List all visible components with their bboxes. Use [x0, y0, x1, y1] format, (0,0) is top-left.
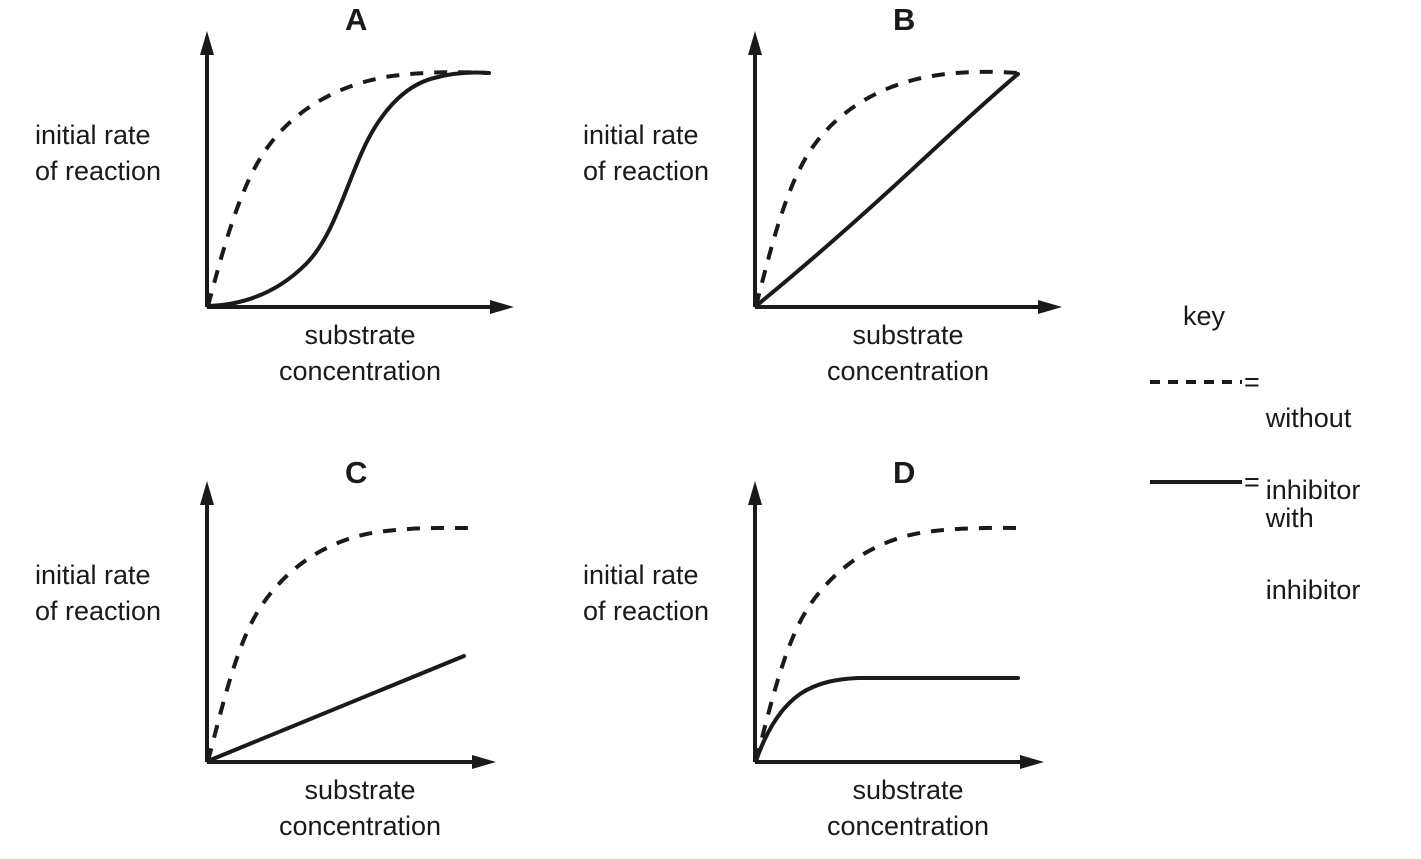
panel-b-y-axis-label: initial rate of reaction: [583, 118, 709, 190]
panel-c-x-axis-label: substrate concentration: [210, 773, 510, 845]
panel-b-curve-without-inhibitor: [754, 69, 1019, 307]
panel-a-x-axis: [207, 300, 514, 314]
panel-d-y-axis-label-line2: of reaction: [583, 595, 710, 626]
key-entry-with-inhibitor-label: with inhibitor: [1266, 465, 1361, 609]
panel-a-y-axis-label: initial rate of reaction: [35, 118, 161, 190]
key-entry-with-inhibitor-equals: =: [1244, 467, 1260, 497]
panel-c-x-axis-label-line1: substrate: [304, 775, 416, 805]
panel-d-x-axis-label-line1: substrate: [852, 775, 964, 805]
panel-a-y-axis-label-line2: of reaction: [35, 155, 162, 186]
panel-a-y-axis-label-line1: initial rate: [35, 120, 151, 150]
panel-a-letter: A: [345, 2, 368, 37]
panel-d-y-axis-label: initial rate of reaction: [583, 558, 709, 630]
panel-c-y-axis-label-line1: initial rate: [35, 560, 151, 590]
panel-c-letter: C: [345, 455, 368, 490]
panel-d: D initial rate of reaction substrate con…: [548, 455, 1088, 859]
panel-d-plot: [748, 481, 1044, 769]
key-entry-without-inhibitor-label-line2: inhibitor: [1265, 474, 1361, 505]
panel-a-x-axis-label-line1: substrate: [304, 320, 416, 350]
panel-a-x-axis-label-line2: concentration: [278, 355, 442, 386]
solid-line-swatch-icon: [1148, 465, 1244, 495]
panel-d-x-axis: [755, 755, 1044, 769]
panel-d-x-axis-label-line2: concentration: [826, 810, 990, 841]
panel-b-x-axis-label: substrate concentration: [758, 318, 1058, 390]
panel-b-letter: B: [893, 2, 916, 37]
panel-d-y-axis: [748, 481, 762, 762]
key-entry-with-inhibitor-label-line2: inhibitor: [1265, 574, 1361, 605]
panel-b-plot: [748, 31, 1062, 314]
panel-a-plot: [200, 31, 514, 314]
panel-b-y-axis-label-line1: initial rate: [583, 120, 699, 150]
key-entry-without-inhibitor-label-line1: without: [1265, 402, 1352, 433]
panel-a: A initial rate of reaction substrate con…: [0, 0, 540, 430]
panel-c-curve-with-inhibitor: [206, 654, 466, 763]
panel-c-x-axis-label-line2: concentration: [278, 810, 442, 841]
key-entry-with-inhibitor-label-line1: with: [1265, 502, 1314, 533]
panel-c-x-axis: [207, 755, 496, 769]
panel-c-y-axis: [200, 481, 214, 762]
panel-b-curve-with-inhibitor: [754, 72, 1020, 308]
panel-c-y-axis-label-line2: of reaction: [35, 595, 162, 626]
panel-b: B initial rate of reaction substrate con…: [548, 0, 1088, 430]
key-title: key: [1183, 301, 1226, 331]
key-entry-with-inhibitor: = with inhibitor: [1148, 465, 1360, 609]
panel-b-y-axis-label-line2: of reaction: [583, 155, 710, 186]
key-entry-without-inhibitor-label: without inhibitor: [1266, 365, 1361, 509]
panel-b-x-axis-label-line2: concentration: [826, 355, 990, 386]
panel-d-x-axis-label: substrate concentration: [758, 773, 1058, 845]
dashed-line-swatch-icon: [1148, 365, 1244, 395]
panel-b-y-axis: [748, 31, 762, 307]
panel-c-plot: [200, 481, 496, 769]
panel-d-curve-with-inhibitor: [754, 676, 1020, 763]
panel-c: C initial rate of reaction substrate con…: [0, 455, 540, 859]
key-legend: key = without inhibitor = with: [1148, 290, 1421, 605]
panel-a-curve-without-inhibitor: [206, 70, 489, 307]
panel-d-y-axis-label-line1: initial rate: [583, 560, 699, 590]
panel-a-x-axis-label: substrate concentration: [210, 318, 510, 390]
panel-c-curve-without-inhibitor: [206, 525, 469, 762]
panel-a-y-axis: [200, 31, 214, 307]
panel-b-x-axis: [755, 300, 1062, 314]
key-entry-without-inhibitor-equals: =: [1244, 367, 1260, 397]
panel-d-letter: D: [893, 455, 916, 490]
panel-d-curve-without-inhibitor: [754, 525, 1019, 762]
panel-c-y-axis-label: initial rate of reaction: [35, 558, 161, 630]
key-entry-without-inhibitor: = without inhibitor: [1148, 365, 1360, 509]
panel-a-curve-with-inhibitor: [206, 70, 491, 308]
panel-b-x-axis-label-line1: substrate: [852, 320, 964, 350]
